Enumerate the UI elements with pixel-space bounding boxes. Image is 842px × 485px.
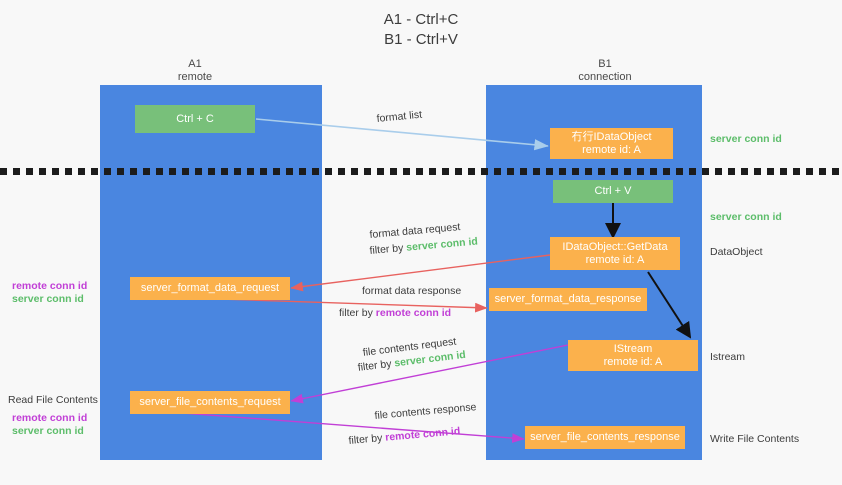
box-idataobject-subtitle: remote id: A (582, 143, 641, 156)
filter-prefix-2: filter by (339, 307, 376, 319)
note-server-conn-id-mid: server conn id (710, 211, 782, 223)
note-istream: Istream (710, 351, 746, 363)
box-server-file-contents-response[interactable]: server_file_contents_response (525, 426, 685, 449)
note-server-conn-id-2: server conn id (12, 425, 84, 437)
box-ctrl-c[interactable]: Ctrl + C (135, 105, 255, 133)
box-idataobject[interactable]: 冇行IDataObject remote id: A (550, 128, 673, 159)
note-remote-conn-id-2: remote conn id (12, 412, 88, 424)
box-ctrl-v[interactable]: Ctrl + V (553, 180, 673, 203)
filter-key-remote-conn-id-1: remote conn id (375, 307, 452, 319)
box-server-file-contents-request[interactable]: server_file_contents_request (130, 391, 290, 414)
column-a1-role: remote (177, 71, 213, 83)
box-istream-title: IStream (613, 342, 653, 355)
column-a1-name: A1 (188, 58, 202, 70)
label-format-data-response-filter: filter by remote conn id (339, 306, 451, 320)
column-b1-role: connection (578, 71, 632, 83)
dashed-divider (0, 168, 842, 175)
box-getdata-title: IDataObject::GetData (562, 240, 668, 253)
title-line-2: B1 - Ctrl+V (384, 31, 458, 48)
column-header-b1: B1 connection (530, 58, 680, 84)
box-idataobject-getdata[interactable]: IDataObject::GetData remote id: A (550, 237, 680, 270)
filter-prefix-1: filter by (369, 241, 407, 257)
edge-file-contents-request (290, 344, 569, 404)
box-server-format-data-response[interactable]: server_format_data_response (489, 288, 647, 311)
filter-prefix-4: filter by (348, 431, 386, 447)
page-title: A1 - Ctrl+C B1 - Ctrl+V (0, 10, 842, 50)
note-write-file-contents: Write File Contents (710, 433, 800, 445)
label-format-data-response: format data response (362, 285, 462, 297)
box-istream[interactable]: IStream remote id: A (568, 340, 698, 371)
title-line-1: A1 - Ctrl+C (383, 11, 459, 28)
edge-getdata-to-istream (647, 271, 692, 339)
note-server-conn-id-top: server conn id (710, 133, 782, 145)
box-server-format-data-request[interactable]: server_format_data_request (130, 277, 290, 300)
edge-format-data-request (290, 254, 551, 292)
column-b1-name: B1 (598, 58, 612, 70)
box-getdata-subtitle: remote id: A (585, 253, 645, 266)
note-read-file-contents: Read File Contents (8, 394, 98, 406)
box-istream-subtitle: remote id: A (603, 355, 663, 368)
edge-file-contents-response (129, 408, 525, 443)
column-header-a1: A1 remote (120, 58, 270, 84)
box-idataobject-title: 冇行IDataObject (571, 130, 652, 143)
edge-format-list (255, 118, 549, 151)
note-remote-conn-id-1: remote conn id (12, 280, 88, 292)
note-server-conn-id-1: server conn id (12, 293, 84, 305)
note-dataobject: DataObject (710, 246, 763, 258)
